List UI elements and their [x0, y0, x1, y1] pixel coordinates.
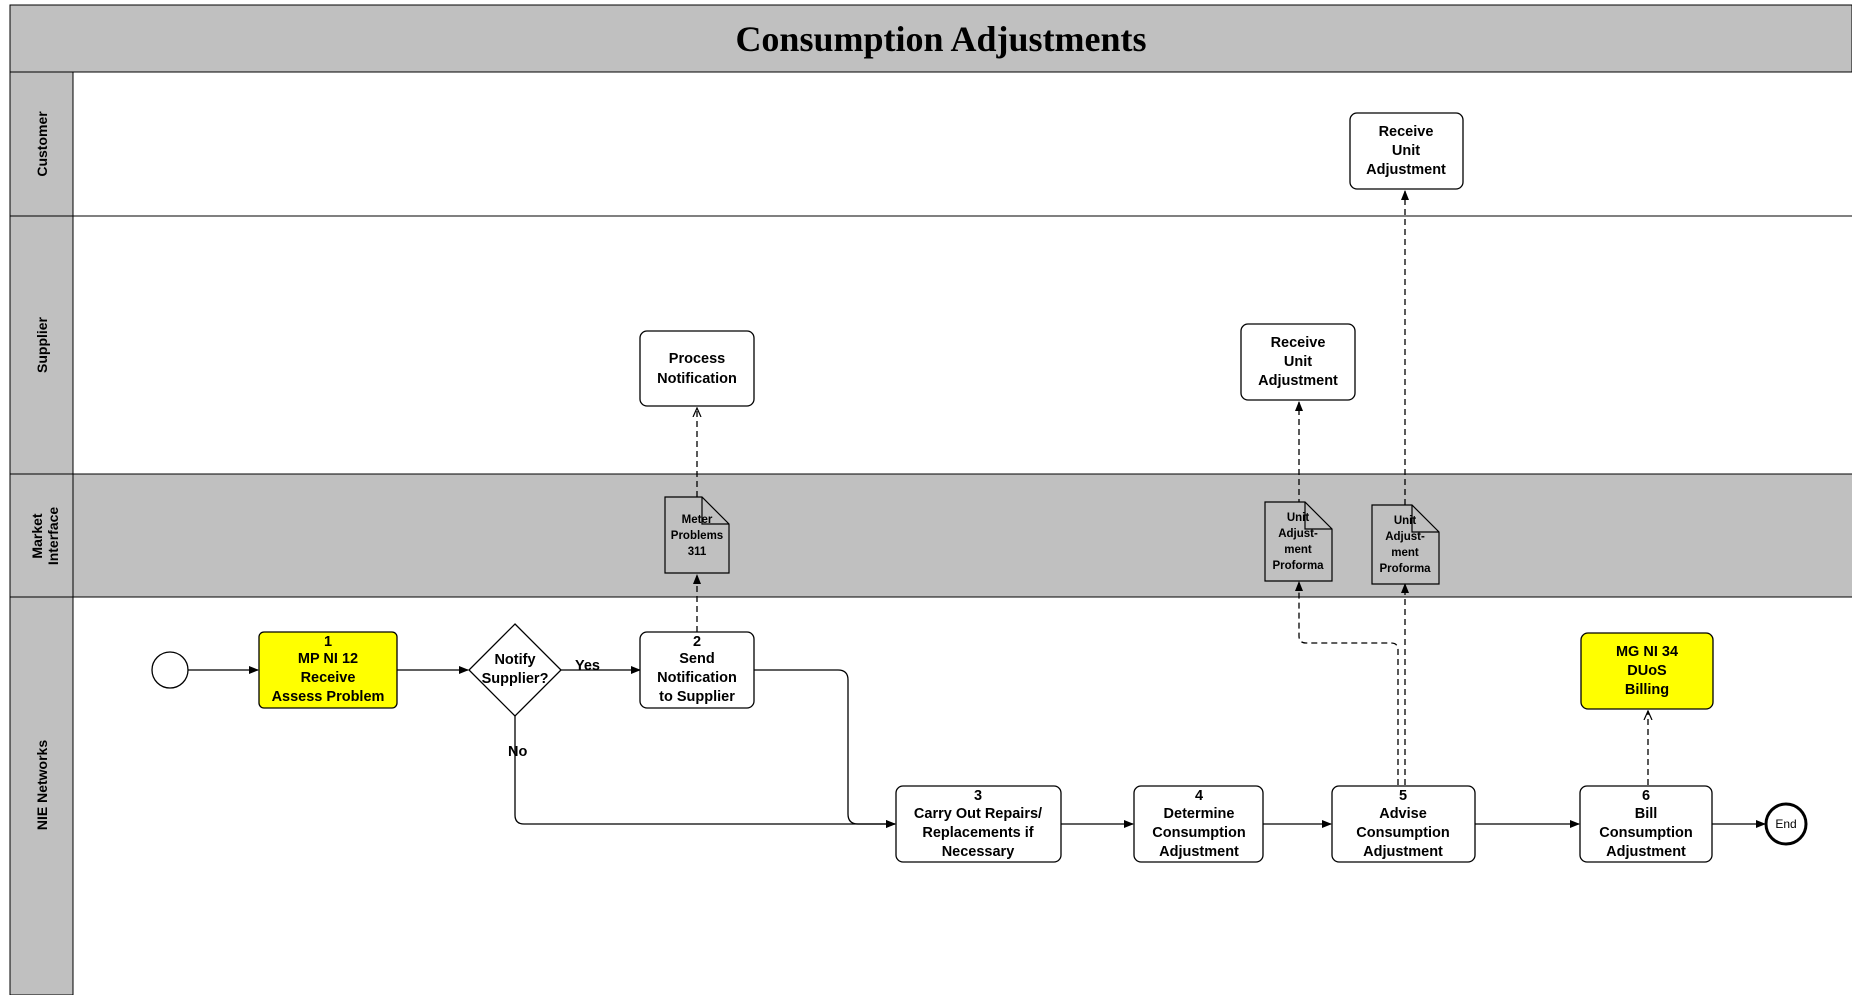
task-box [639, 631, 755, 709]
task-label-line: MP NI 12 [298, 651, 358, 667]
task-label-line: Process [669, 351, 725, 367]
task-step-2: 2 Send Notification to Supplier [639, 631, 755, 709]
document-unit-adjustment-proforma-1: Unit Adjust- ment Proforma [1264, 501, 1333, 582]
task-label-line: Receive [1379, 124, 1434, 140]
task-duos-billing: MG NI 34 DUoS Billing [1580, 632, 1714, 710]
task-label-line: Unit [1284, 354, 1312, 370]
decision-diamond [468, 623, 562, 717]
task-box [1133, 785, 1264, 863]
task-label-line: MG NI 34 [1616, 644, 1678, 660]
step-number: 6 [1642, 788, 1650, 804]
task-label-line: Consumption [1152, 825, 1245, 841]
lane-label-column [9, 71, 74, 995]
task-customer-receive-unit-adjustment: Receive Unit Adjustment [1349, 112, 1464, 190]
task-box [639, 330, 755, 407]
task-label-line: Bill [1635, 806, 1658, 822]
lane-label-interface: Interface [45, 507, 61, 566]
document-shape [664, 496, 730, 574]
task-label-line: Adjustment [1366, 162, 1446, 178]
doc-label-line: Proforma [1272, 560, 1324, 572]
task-label-line: Adjustment [1606, 844, 1686, 860]
document-shape [1371, 504, 1440, 585]
task-label-line: Billing [1625, 682, 1669, 698]
task-label-line: Adjustment [1258, 373, 1338, 389]
task-label-line: Notification [657, 670, 737, 686]
task-supplier-receive-unit-adjustment: Receive Unit Adjustment [1240, 323, 1356, 401]
title-bar [9, 4, 1852, 73]
doc-label-line: Problems [671, 530, 723, 542]
lane-label-nie-networks: NIE Networks [34, 740, 50, 830]
task-step-6: 6 Bill Consumption Adjustment [1579, 785, 1713, 863]
decision-notify-supplier: Notify Supplier? [468, 623, 562, 717]
diagram-title: Consumption Adjustments [735, 19, 1146, 59]
lane-label-market: Market [29, 513, 45, 558]
task-label-line: Carry Out Repairs/ [914, 806, 1042, 822]
task-label-line: Adjustment [1363, 844, 1443, 860]
task-process-notification: Process Notification [639, 330, 755, 407]
doc-label-line: Meter [682, 514, 713, 526]
task-label-line: Consumption [1356, 825, 1449, 841]
no-label: No [508, 744, 527, 760]
task-label-line: Receive [301, 670, 356, 686]
task-step-1: 1 MP NI 12 Receive Assess Problem [258, 631, 398, 709]
lane-label-customer: Customer [34, 111, 50, 177]
task-label-line: Determine [1164, 806, 1235, 822]
step-number: 2 [693, 634, 701, 650]
task-label-line: Consumption [1599, 825, 1692, 841]
document-fold [1304, 502, 1332, 530]
connector [754, 669, 896, 828]
decision-label-line: Notify [494, 652, 535, 668]
task-label-line: Adjustment [1159, 844, 1239, 860]
task-label-line: DUoS [1627, 663, 1667, 679]
doc-label-line: Unit [1287, 512, 1310, 524]
task-label-line: to Supplier [659, 689, 735, 705]
task-step-5: 5 Advise Consumption Adjustment [1331, 785, 1476, 863]
step-number: 5 [1399, 788, 1407, 804]
doc-label-line: Unit [1394, 515, 1417, 527]
task-label-line: Advise [1379, 806, 1427, 822]
task-box [1349, 112, 1464, 190]
decision-label-line: Supplier? [482, 671, 549, 687]
step-number: 4 [1195, 788, 1203, 804]
document-meter-problems: Meter Problems 311 [664, 496, 730, 574]
step-number: 1 [324, 634, 332, 650]
task-label-line: Receive [1271, 335, 1326, 351]
document-fold [1411, 505, 1439, 533]
doc-label-line: ment [1284, 544, 1312, 556]
lane-label-supplier: Supplier [34, 316, 50, 373]
end-event [1764, 802, 1808, 846]
task-box [1240, 323, 1356, 401]
task-box [1331, 785, 1476, 863]
task-step-4: 4 Determine Consumption Adjustment [1133, 785, 1264, 863]
task-label-line: Send [679, 651, 714, 667]
end-label: End [1775, 817, 1796, 831]
task-label-line: Notification [657, 371, 737, 387]
task-box [1580, 632, 1714, 710]
task-step-3: 3 Carry Out Repairs/ Replacements if Nec… [895, 785, 1062, 863]
task-box [258, 631, 398, 709]
market-interface-band [73, 474, 1852, 597]
doc-label-line: Proforma [1379, 563, 1431, 575]
task-box [895, 785, 1062, 863]
doc-label-line: Adjust- [1278, 528, 1318, 540]
doc-label-line: Adjust- [1385, 531, 1425, 543]
doc-label-line: ment [1391, 547, 1419, 559]
document-fold [701, 497, 729, 525]
yes-label: Yes [575, 658, 600, 674]
task-box [1579, 785, 1713, 863]
message-flow [1295, 581, 1399, 785]
start-event [151, 651, 189, 689]
task-label-line: Unit [1392, 143, 1420, 159]
doc-label-line: 311 [688, 546, 707, 558]
document-unit-adjustment-proforma-2: Unit Adjust- ment Proforma [1371, 504, 1440, 585]
task-label-line: Assess Problem [272, 689, 385, 705]
step-number: 3 [974, 788, 982, 804]
connector-no [514, 716, 896, 828]
document-shape [1264, 501, 1333, 582]
task-label-line: Necessary [942, 844, 1015, 860]
task-label-line: Replacements if [922, 825, 1033, 841]
